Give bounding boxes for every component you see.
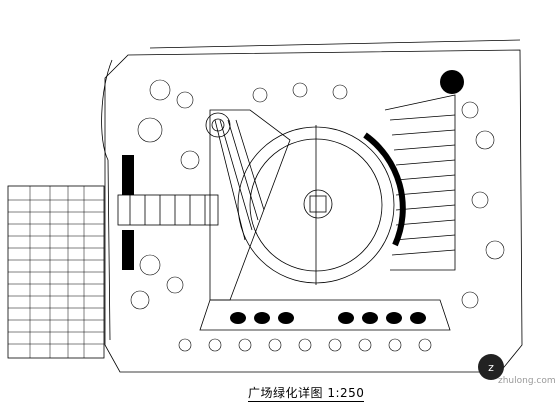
fountain-ring — [303, 189, 333, 219]
zhulong-logo-icon: z — [478, 354, 504, 380]
west-walk — [117, 194, 219, 226]
shrub-row — [230, 312, 426, 324]
dark-blocks — [122, 70, 464, 270]
title-underline — [248, 401, 365, 402]
drawing-title: 广场绿化详图 1:250 — [248, 384, 365, 402]
top-road-edge — [149, 39, 521, 49]
watermark: z zhulong.com — [476, 352, 556, 386]
terrace-stripes — [389, 114, 456, 256]
fountain-core — [309, 195, 327, 213]
watermark-domain: zhulong.com — [498, 376, 556, 386]
terrace-east — [384, 94, 456, 271]
pavilion — [205, 112, 231, 138]
svg-text:z: z — [488, 361, 494, 374]
plant-table-lines — [8, 186, 104, 358]
south-walk — [199, 299, 451, 331]
diagonal-band — [209, 109, 291, 301]
road-edge — [101, 59, 113, 341]
site-boundary — [104, 49, 523, 373]
drawing-title-text: 广场绿化详图 1:250 — [248, 386, 365, 400]
east-feature — [440, 70, 464, 94]
arc-seating — [363, 132, 406, 247]
tree-symbols — [130, 79, 505, 352]
